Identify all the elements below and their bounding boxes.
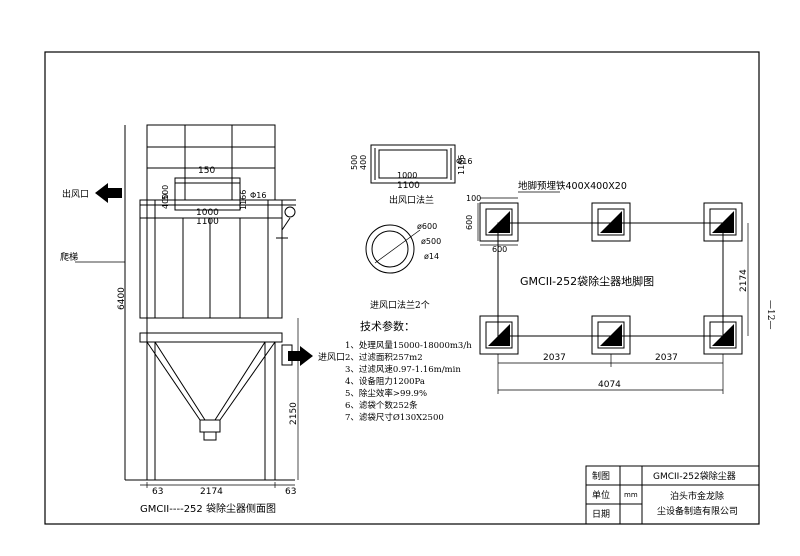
anchor-pad [479,202,519,242]
anchor-plate-icon [600,324,622,346]
fp-dim-600-v: 600 [465,215,474,230]
flange-dim-500: 500 [350,155,359,170]
anchor-pad [703,202,743,242]
dim-63-left: 63 [152,487,163,497]
dim-2150: 2150 [289,402,299,425]
inlet-dim-14: ø14 [424,252,439,261]
fp-dim-2037-right: 2037 [655,353,678,363]
tb-company-line2: 尘设备制造有限公司 [657,505,738,517]
dim-phi16: Φ16 [250,191,266,200]
tb-company-line1: 泊头市金龙除 [670,490,724,502]
flange-dim-400: 400 [359,155,368,170]
outlet-flange [370,144,456,184]
tb-product: GMCII-252袋除尘器 [653,470,736,482]
dim-500: 500 [161,185,170,200]
inlet-label: 进风口 [318,352,345,363]
sheet-border [44,51,760,525]
tech-param-item: 4、设备阻力1200Pa [345,376,425,387]
inlet-dim-600: ø600 [417,222,437,231]
anchor-pad [591,202,631,242]
flange-dim-1166: 1166 [457,155,466,175]
flange-dim-1100: 1100 [397,181,420,191]
dim-1000: 1000 [196,208,219,218]
dim-1166: 1166 [239,190,248,210]
anchor-plate-icon [712,324,734,346]
anchor-plate-icon [712,211,734,233]
fp-dim-4074: 4074 [598,380,621,390]
tech-param-item: 2、过滤面积257m2 [345,352,423,363]
anchor-plate-icon [488,211,510,233]
tech-param-item: 5、除尘效率>99.9% [345,388,427,399]
tb-drawn-label: 制图 [592,470,610,482]
inlet-flange-caption: 进风口法兰2个 [370,299,430,311]
dim-2174: 2174 [200,487,223,497]
outlet-arrow-icon [95,183,122,203]
title-block [585,465,760,525]
fp-dim-100: 100 [466,194,481,203]
fp-dim-2037-left: 2037 [543,353,566,363]
tb-unit-value: mm [624,491,638,499]
tb-unit-label: 单位 [592,489,610,501]
page-number: —12— [765,300,775,329]
tech-params-title: 技术参数： [360,319,415,333]
tech-param-item: 3、过滤风速0.97-1.16m/min [345,364,461,375]
dim-150: 150 [198,166,215,176]
dim-63-right: 63 [285,487,296,497]
tech-param-item: 1、处理风量15000-18000m3/h [345,340,472,351]
anchor-plate-icon [600,211,622,233]
inlet-dim-500: ø500 [421,237,441,246]
dim-1100: 1100 [196,217,219,227]
tech-param-item: 6、滤袋个数252条 [345,400,418,411]
outlet-flange-caption: 出风口法兰 [389,194,434,206]
side-view [75,124,299,488]
tech-param-item: 7、滤袋尺寸Ø130X2500 [345,412,444,423]
dim-6400: 6400 [117,287,127,310]
fp-dim-600-h: 600 [492,245,507,254]
inlet-flange [365,224,421,274]
flange-dim-phi16: Φ16 [456,157,472,166]
anchor-label: 地脚预埋铁400X400X20 [518,180,627,192]
foundation-plan-title: GMCII-252袋除尘器地脚图 [520,274,654,288]
anchor-plate-icon [488,324,510,346]
side-view-caption: GMCII----252 袋除尘器侧面图 [140,502,276,515]
flange-dim-1000: 1000 [397,171,417,180]
tb-date-label: 日期 [592,509,610,520]
stair-label: 爬梯 [60,251,78,263]
fp-dim-2174: 2174 [739,269,749,292]
inlet-arrow-icon [288,346,313,366]
outlet-label: 出风口 [62,188,89,200]
dim-400: 400 [161,194,170,209]
anchor-pad [479,315,519,355]
